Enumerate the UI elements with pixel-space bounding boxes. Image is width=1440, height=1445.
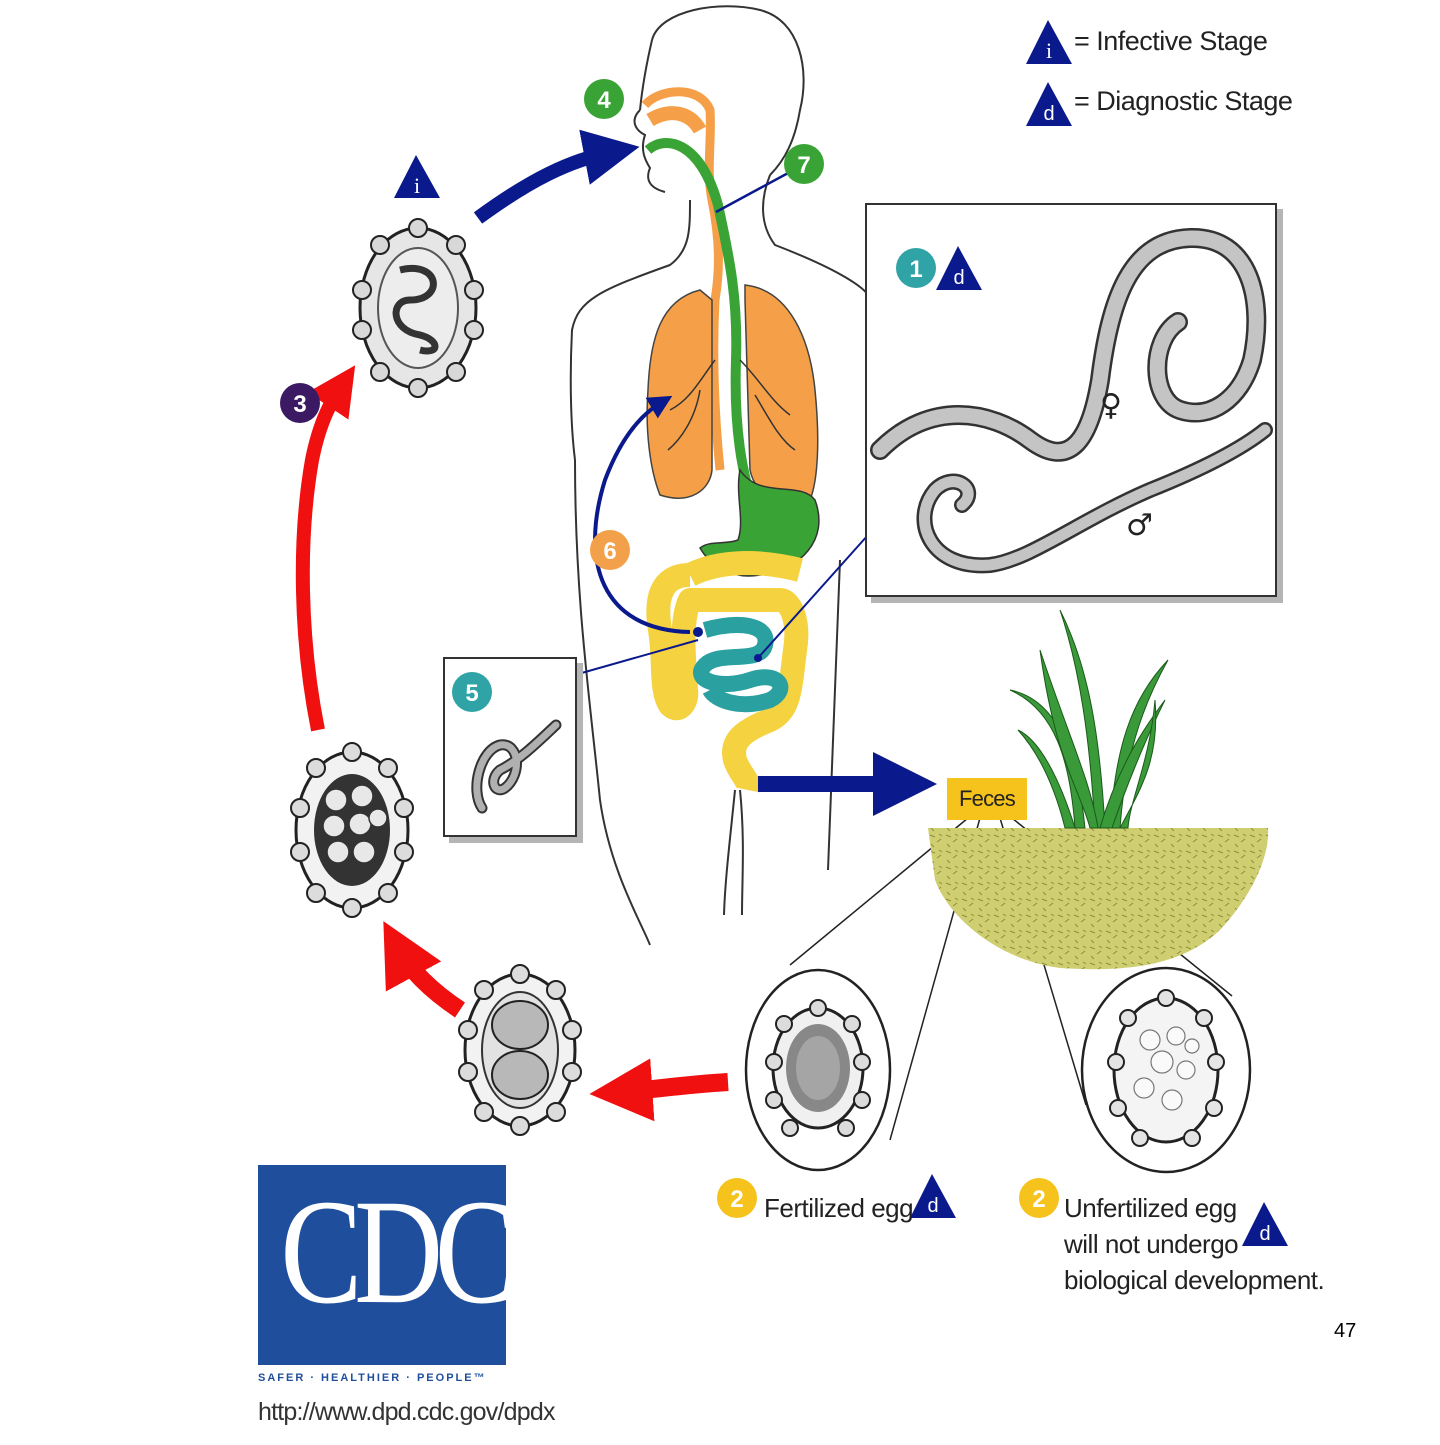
adult-worm-pointer-dot — [754, 654, 762, 662]
diagnostic-badge-adult-symbol: d — [953, 267, 964, 289]
legend-infective-symbol: i — [1046, 38, 1052, 63]
morula-egg — [290, 742, 414, 918]
fertilized-egg-caption: Fertilized egg — [764, 1193, 914, 1223]
adult-worms — [870, 227, 1273, 574]
diagnostic-badge-fertilized: d — [910, 1174, 956, 1218]
infective-stage-badge: i — [394, 155, 440, 198]
step-4-marker: 4 — [584, 79, 624, 119]
step-2-fertilized-marker: 2 — [717, 1178, 757, 1218]
cdc-logo: CDC — [258, 1165, 506, 1365]
step-2-unfertilized-marker: 2 — [1019, 1178, 1059, 1218]
lungs — [646, 284, 819, 504]
small-intestine — [693, 617, 789, 713]
red-arrow-egg-to-embryo — [589, 1058, 729, 1122]
cdc-url[interactable]: http://www.dpd.cdc.gov/dpdx — [258, 1398, 555, 1426]
step-7-number: 7 — [797, 152, 810, 179]
step-6-marker: 6 — [590, 530, 630, 570]
step-5-marker: 5 — [452, 672, 492, 712]
step-5-number: 5 — [465, 680, 478, 707]
step-1-marker: 1 — [896, 248, 936, 288]
legend-infective-label: = Infective Stage — [1074, 26, 1268, 56]
step-2b-number: 2 — [1032, 1186, 1045, 1213]
step-3-number: 3 — [293, 391, 306, 418]
step-6-number: 6 — [603, 538, 616, 565]
diagnostic-badge-unfertilized: d — [1242, 1202, 1288, 1246]
adult-worm-pointer — [757, 534, 869, 659]
step-1-number: 1 — [909, 256, 922, 283]
red-arrow-embryo-to-morula — [383, 921, 466, 1018]
human-body-outline — [569, 5, 871, 946]
step-3-marker: 3 — [280, 383, 320, 423]
feces-label: Feces — [947, 778, 1027, 820]
infective-badge-symbol: i — [414, 173, 420, 198]
fertilized-egg — [744, 968, 892, 1172]
legend-diagnostic-symbol: d — [1043, 103, 1054, 125]
female-symbol: ♀ — [1100, 388, 1122, 423]
step-2a-number: 2 — [730, 1186, 743, 1213]
diagnostic-badge-fertilized-symbol: d — [927, 1195, 938, 1217]
unfertilized-egg-caption-line3: biological development. — [1064, 1265, 1325, 1295]
step7-pointer — [715, 170, 791, 214]
stomach — [699, 468, 820, 577]
digestive-tract — [641, 87, 765, 523]
migration-arrow — [593, 395, 691, 634]
migration-origin-dot — [693, 627, 703, 637]
larva-pointer — [563, 639, 699, 679]
grass — [1009, 609, 1169, 829]
unfertilized-egg-caption-line1: Unfertilized egg — [1064, 1193, 1237, 1223]
diagnostic-badge-unfertilized-symbol: d — [1259, 1223, 1270, 1245]
legend-diagnostic-triangle: d — [1026, 82, 1072, 126]
step-4-number: 4 — [597, 87, 611, 114]
legend-diagnostic-label: = Diagnostic Stage — [1074, 86, 1293, 116]
large-intestine — [646, 563, 809, 793]
two-cell-egg — [458, 964, 582, 1136]
red-arrow-morula-to-larva — [295, 365, 356, 732]
soil — [928, 828, 1269, 970]
legend-infective-triangle: i — [1026, 20, 1072, 64]
cdc-tagline: SAFER · HEALTHIER · PEOPLE™ — [258, 1372, 487, 1384]
diagnostic-badge-adult: d — [936, 246, 982, 290]
step-7-marker: 7 — [784, 144, 824, 184]
unfertilized-egg — [1080, 966, 1252, 1174]
infective-egg — [352, 218, 484, 398]
unfertilized-egg-caption-line2: will not undergo — [1064, 1229, 1239, 1259]
page-number: 47 — [1334, 1320, 1357, 1342]
male-symbol: ♂ — [1126, 508, 1153, 543]
ingestion-arrow — [473, 129, 640, 224]
cdc-logo-text: CDC — [280, 1169, 506, 1335]
